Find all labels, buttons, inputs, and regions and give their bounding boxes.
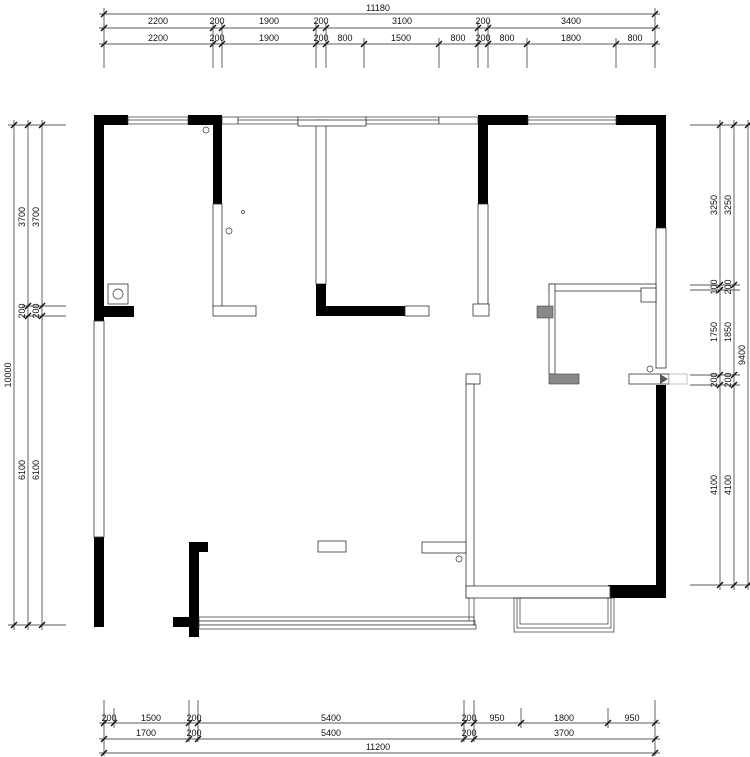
dim-bottom-overall: 11200 [366, 742, 390, 752]
dim-top-r2: 1800 [561, 33, 581, 43]
dim-right-c1: 1750 [709, 322, 719, 342]
dim-top-r1: 3100 [392, 16, 412, 26]
dim-top-r2: 200 [313, 33, 328, 43]
dim-top-r1: 200 [313, 16, 328, 26]
dim-bottom-r2: 3700 [554, 728, 574, 738]
dim-top-overall: 11180 [366, 3, 390, 13]
bottom-window [198, 598, 477, 630]
dim-top-r2: 1900 [259, 33, 279, 43]
center-column [317, 540, 347, 553]
dim-right-c1: 100 [709, 279, 719, 294]
dim-top-r1: 200 [209, 16, 224, 26]
dim-left-c1: 6100 [17, 460, 27, 480]
dim-left-c2: 200 [31, 303, 41, 318]
dim-right-c2: 200 [723, 372, 733, 387]
dim-top-r2: 2200 [148, 33, 168, 43]
dim-left-c2: 3700 [31, 207, 41, 227]
dim-bottom-r2: 200 [461, 728, 476, 738]
dim-left-c1: 200 [17, 303, 27, 318]
dim-bottom-r1: 200 [101, 713, 116, 723]
dim-right-c2: 4100 [723, 475, 733, 495]
dim-top-r2: 800 [337, 33, 352, 43]
dim-top-r2: 800 [499, 33, 514, 43]
right-balcony [513, 597, 615, 633]
dim-right-c1: 3250 [709, 195, 719, 215]
dim-top-r1: 1900 [259, 16, 279, 26]
dim-bottom-r2: 5400 [321, 728, 341, 738]
right-dimensions: 3250 100 1750 200 4100 3250 200 1850 200… [690, 120, 750, 590]
dim-left-c2: 6100 [31, 460, 41, 480]
walls [93, 115, 688, 637]
dim-right-c1: 200 [709, 372, 719, 387]
door-marker [548, 373, 580, 385]
dim-left-overall: 10000 [3, 362, 13, 387]
dim-right-c2: 1850 [723, 322, 733, 342]
dim-left-c1: 3700 [17, 207, 27, 227]
dim-bottom-r1: 5400 [321, 713, 341, 723]
dim-bottom-r1: 950 [489, 713, 504, 723]
dim-bottom-r1: 1800 [554, 713, 574, 723]
left-window [93, 320, 105, 538]
dim-top-r1: 200 [475, 16, 490, 26]
left-dimensions: 10000 3700 200 6100 3700 200 6100 [3, 120, 66, 630]
dim-bottom-r2: 200 [186, 728, 201, 738]
dim-top-r2: 1500 [391, 33, 411, 43]
dim-bottom-r1: 1500 [141, 713, 161, 723]
top-dimensions: 11180 2200 200 1900 200 3100 200 3400 22… [99, 3, 660, 68]
dim-right-c2: 200 [723, 279, 733, 294]
dim-bottom-r1: 200 [186, 713, 201, 723]
dim-bottom-r1: 200 [461, 713, 476, 723]
dim-right-overall: 9400 [737, 345, 747, 365]
dim-top-r1: 3400 [561, 16, 581, 26]
dim-bottom-r2: 1700 [136, 728, 156, 738]
dim-top-r1: 2200 [148, 16, 168, 26]
dim-top-r2: 800 [627, 33, 642, 43]
fixture [107, 283, 129, 305]
dim-top-r2: 800 [450, 33, 465, 43]
dim-top-r2: 200 [475, 33, 490, 43]
bottom-dimensions: 200 1500 200 5400 200 950 1800 950 1700 … [99, 700, 660, 757]
dim-bottom-r1: 950 [624, 713, 639, 723]
dim-right-c1: 4100 [709, 475, 719, 495]
dim-right-c2: 3250 [723, 195, 733, 215]
dim-top-r2: 200 [209, 33, 224, 43]
